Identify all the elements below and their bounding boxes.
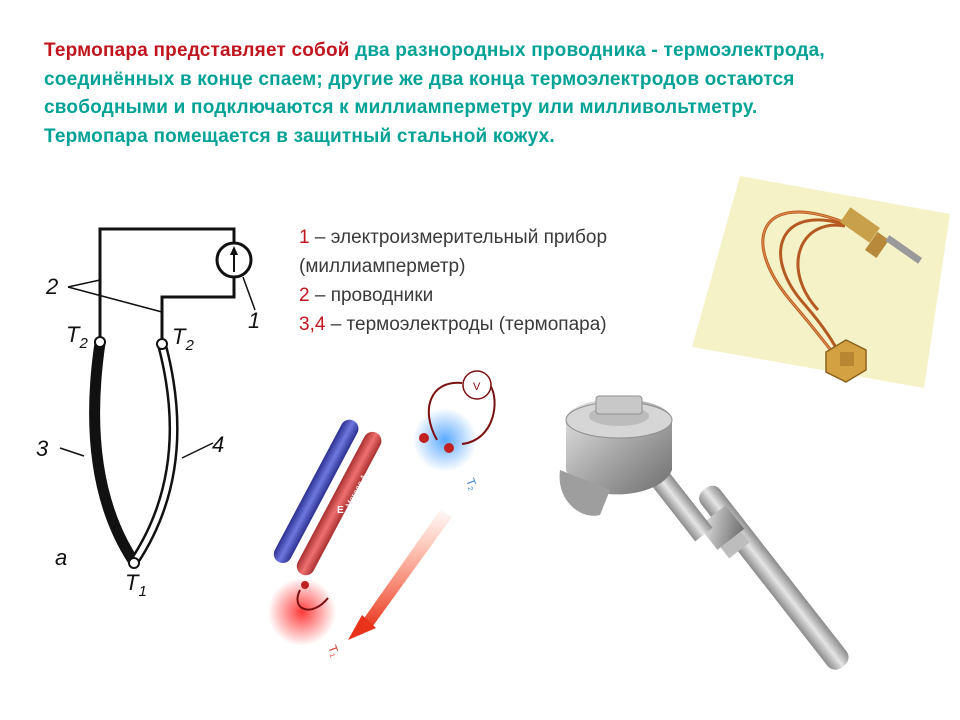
metal-a-rod [273,419,359,564]
e-label-b: E [397,534,404,545]
conductor-left [98,227,236,340]
thermoelectrode-3 [89,337,140,568]
label-t2-right: T2 [172,324,194,354]
free-end-left [94,336,106,348]
legend-item-2: 2 – проводники [299,285,434,306]
legend-item-3-4: 3,4 – термоэлектроды (термопара) [299,314,607,335]
label-1: 1 [248,308,260,333]
label-2: 2 [45,274,58,299]
probe-fitting-icon [840,207,923,264]
legend-item-1-cont: (миллиамперметр) [299,256,466,277]
connection-head-icon [559,395,673,516]
conductor-right [160,277,236,340]
copper-thermocouple-photo [692,176,950,388]
intro-paragraph: Термопара представляет собой два разноро… [44,37,924,151]
free-end-right [156,338,168,350]
industrial-thermocouple-photo [559,395,849,670]
nut-icon [825,339,867,383]
intro-highlight: Термопара представляет собой [44,40,350,61]
voltmeter-symbol: V [473,381,481,393]
label-t2-left: T2 [66,322,88,352]
seebeck-illustration: V Металл А Металл Б E E T₂ T₁ [268,370,496,659]
label-3: 3 [36,436,49,461]
label-4: 4 [212,432,224,457]
t2-label: T₂ [463,476,480,492]
intro-casing-line: Термопара помещается в защитный стальной… [44,125,555,147]
e-label-a: E [337,505,344,516]
voltmeter-icon [462,370,492,400]
thermocouple-schematic: 1 2 3 4 a T2 T2 T1 [36,227,260,600]
legend: 1 – электроизмерительный прибор (миллиам… [299,223,607,339]
label-a: a [55,545,67,570]
legend-item-1: 1 – электроизмерительный прибор [299,227,608,248]
t1-label: T₁ [325,643,342,658]
metal-b-rod [296,431,382,576]
label-t1: T1 [125,570,147,600]
intro-body: два разнородных проводника - термоэлектр… [44,40,825,118]
metal-b-label: Металл Б [356,555,381,591]
hot-junction [128,557,140,569]
